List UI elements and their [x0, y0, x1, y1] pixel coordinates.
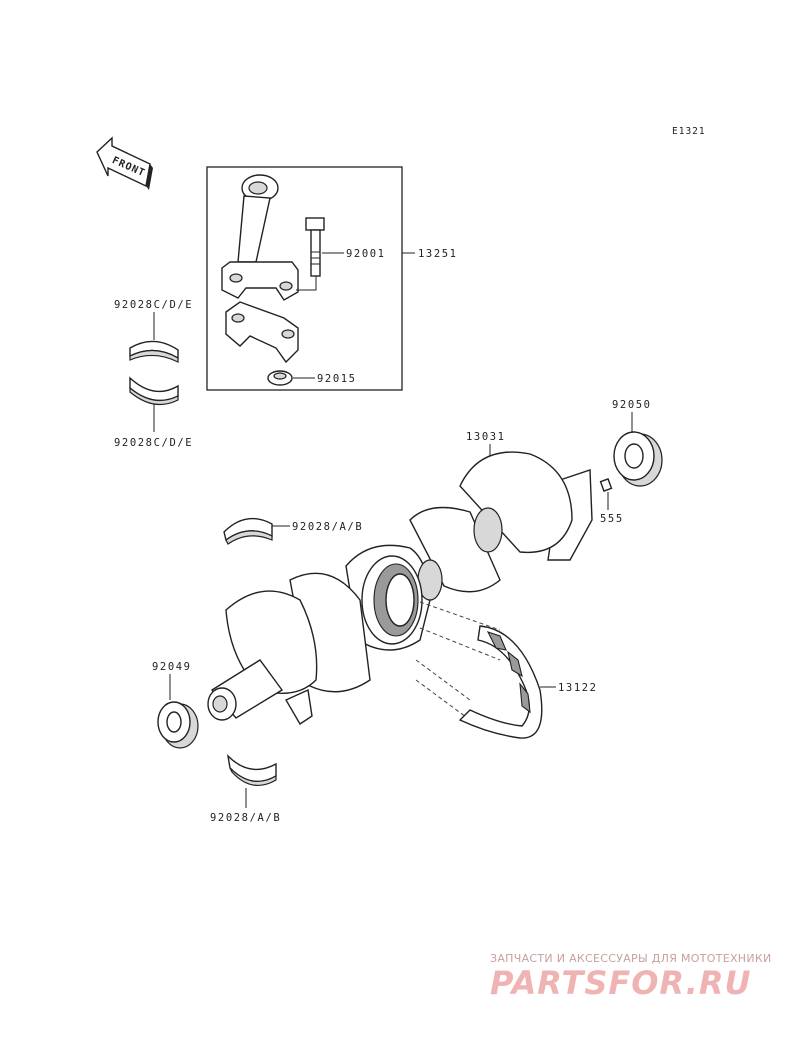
- connecting-rod: [221, 174, 299, 301]
- label-92028cde-top: 92028C/D/E: [114, 299, 193, 311]
- rod-cap: [225, 301, 299, 364]
- oil-seal-92049: [157, 701, 199, 749]
- label-13122: 13122: [558, 682, 598, 694]
- nut-92015: [267, 370, 293, 386]
- label-92049: 92049: [152, 661, 192, 673]
- label-92028ab-bot: 92028/A/B: [210, 812, 281, 824]
- cam-chain: [415, 601, 543, 739]
- front-arrow-icon: FRONT: [96, 136, 153, 190]
- watermark-logo: PARTSFOR.RU: [490, 964, 752, 1002]
- bearing-shell-lower: [129, 376, 179, 406]
- label-555: 555: [600, 513, 624, 525]
- reference-code: E1321: [672, 126, 706, 137]
- con-rod-assembly-box: [206, 166, 403, 391]
- main-bearing-upper: [223, 517, 273, 545]
- bolt-guide-line: [296, 276, 317, 291]
- timing-sprocket: [361, 555, 423, 645]
- bolt-92001: [305, 217, 325, 277]
- label-92001: 92001: [346, 248, 386, 260]
- label-92028cde-bot: 92028C/D/E: [114, 437, 193, 449]
- oil-seal-92050: [613, 431, 663, 487]
- label-13031: 13031: [466, 431, 506, 443]
- label-92050: 92050: [612, 399, 652, 411]
- pin-555: [599, 478, 613, 492]
- crankshaft: [207, 451, 593, 725]
- label-92028ab-top: 92028/A/B: [292, 521, 363, 533]
- label-13251: 13251: [418, 248, 458, 260]
- watermark-tagline: ЗАПЧАСТИ И АКСЕССУАРЫ ДЛЯ МОТОТЕХНИКИ: [490, 952, 772, 965]
- label-92015: 92015: [317, 373, 357, 385]
- main-bearing-lower: [226, 753, 277, 787]
- bearing-shell-upper: [129, 340, 179, 363]
